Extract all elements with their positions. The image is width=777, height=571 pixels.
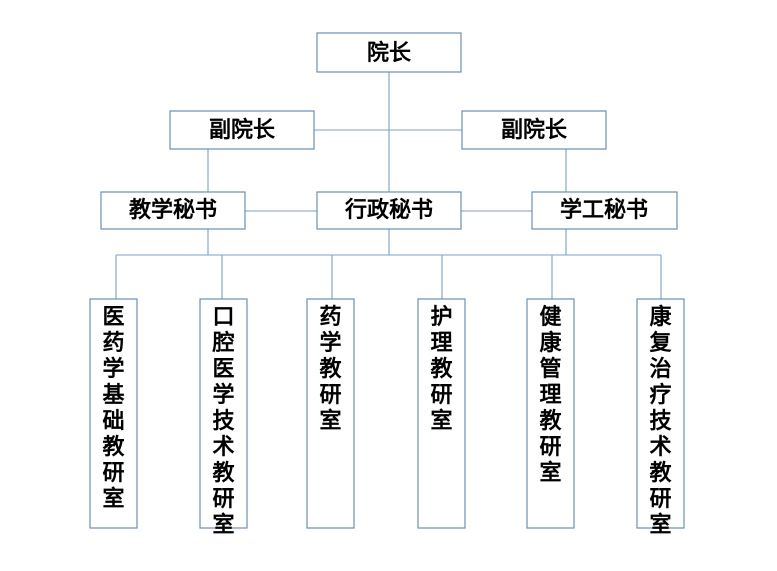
node-dean-box — [316, 32, 462, 73]
connectors — [115, 72, 662, 299]
node-department-1-label-char-2: 药 — [102, 331, 124, 356]
node-department-5: 健康管理教研室 — [526, 298, 575, 529]
node-vice-dean-right: 副院长 — [461, 110, 607, 150]
node-teaching-secretary-label: 教学秘书 — [129, 197, 217, 223]
node-department-6-label-char-5: 技 — [649, 409, 672, 434]
node-department-4-label-char-2: 理 — [430, 331, 452, 356]
node-department-6-label-char-8: 研 — [649, 487, 671, 512]
node-department-6-box — [636, 298, 685, 529]
node-department-2-label-char-1: 口 — [212, 305, 234, 330]
node-vice-dean-right-box — [461, 110, 607, 150]
node-department-3-label-char-4: 研 — [319, 383, 341, 408]
node-department-3-box — [306, 298, 355, 529]
node-department-5-label-char-3: 管 — [539, 356, 561, 382]
node-department-6-label-char-7: 教 — [649, 460, 672, 486]
node-department-2-label-char-6: 术 — [212, 435, 234, 460]
node-student-affairs-secretary: 学工秘书 — [531, 191, 678, 230]
node-department-2-label-char-9: 室 — [212, 512, 234, 538]
node-department-5-label-char-2: 康 — [539, 330, 562, 356]
node-department-4: 护理教研室 — [417, 298, 466, 529]
node-department-3-label-char-2: 学 — [319, 330, 341, 356]
node-department-3-label: 药学教研室 — [319, 305, 342, 434]
node-department-1-label-char-4: 基 — [102, 383, 125, 408]
node-department-1-label-char-3: 学 — [102, 356, 124, 382]
node-vice-dean-left: 副院长 — [169, 110, 315, 150]
node-admin-secretary: 行政秘书 — [316, 191, 462, 230]
node-department-2-label-char-3: 医 — [212, 357, 234, 382]
node-department-5-label-char-7: 室 — [539, 460, 561, 486]
node-department-4-label: 护理教研室 — [430, 305, 453, 434]
node-department-1-label: 医药学基础教研室 — [102, 305, 125, 512]
node-department-6-label-char-2: 复 — [648, 330, 672, 356]
node-department-2-label-char-8: 研 — [212, 487, 234, 512]
node-department-3-label-char-3: 教 — [319, 356, 342, 382]
node-teaching-secretary-box — [100, 191, 246, 230]
node-department-4-box — [417, 298, 466, 529]
node-department-5-label-char-4: 理 — [539, 383, 561, 408]
node-department-6-label-char-4: 疗 — [649, 382, 671, 408]
node-department-1-box — [89, 298, 138, 529]
node-department-1-label-char-8: 室 — [102, 486, 124, 512]
node-vice-dean-left-box — [169, 110, 315, 150]
node-department-4-label-char-5: 室 — [430, 408, 452, 434]
node-department-2-label-char-7: 教 — [212, 460, 235, 486]
node-department-6-label-char-1: 康 — [649, 304, 672, 330]
node-department-6: 康复治疗技术教研室 — [636, 298, 685, 538]
node-department-6-label-char-9: 室 — [649, 512, 671, 538]
node-student-affairs-secretary-box — [531, 191, 678, 230]
node-department-2-label-char-2: 腔 — [211, 330, 234, 356]
node-student-affairs-secretary-label: 学工秘书 — [560, 197, 648, 223]
node-department-2-box — [199, 298, 248, 529]
node-vice-dean-right-label: 副院长 — [501, 117, 568, 143]
node-department-5-label-char-5: 教 — [539, 408, 562, 434]
node-department-2: 口腔医学技术教研室 — [199, 298, 248, 538]
node-department-2-label-char-5: 技 — [212, 409, 235, 434]
node-teaching-secretary: 教学秘书 — [100, 191, 246, 230]
node-department-5-label: 健康管理教研室 — [539, 304, 562, 486]
node-department-2-label: 口腔医学技术教研室 — [211, 305, 235, 538]
node-department-4-label-char-1: 护 — [430, 305, 452, 330]
node-department-3-label-char-1: 药 — [319, 305, 341, 330]
node-department-1-label-char-1: 医 — [102, 305, 124, 330]
node-department-6-label-char-6: 术 — [649, 435, 671, 460]
node-department-6-label: 康复治疗技术教研室 — [648, 304, 672, 538]
node-department-5-box — [526, 298, 575, 529]
node-department-4-label-char-4: 研 — [430, 383, 452, 408]
node-dean: 院长 — [316, 32, 462, 73]
node-department-1-label-char-6: 教 — [102, 434, 125, 460]
node-vice-dean-left-label: 副院长 — [209, 117, 276, 143]
node-department-4-label-char-3: 教 — [430, 356, 453, 382]
node-admin-secretary-label: 行政秘书 — [344, 197, 433, 223]
departments: 医药学基础教研室 口腔医学技术教研室 药学教研室 护理教研室 健康管理教研室 康… — [89, 298, 685, 538]
node-department-2-label-char-4: 学 — [212, 382, 234, 408]
node-dean-label: 院长 — [367, 40, 412, 66]
node-department-3: 药学教研室 — [306, 298, 355, 529]
node-department-5-label-char-1: 健 — [539, 304, 561, 330]
node-department-5-label-char-6: 研 — [539, 435, 561, 460]
node-department-3-label-char-5: 室 — [319, 408, 341, 434]
node-department-1-label-char-5: 础 — [102, 409, 124, 434]
node-department-6-label-char-3: 治 — [649, 356, 671, 382]
node-department-1-label-char-7: 研 — [102, 461, 124, 486]
node-department-1: 医药学基础教研室 — [89, 298, 138, 529]
node-admin-secretary-box — [316, 191, 462, 230]
